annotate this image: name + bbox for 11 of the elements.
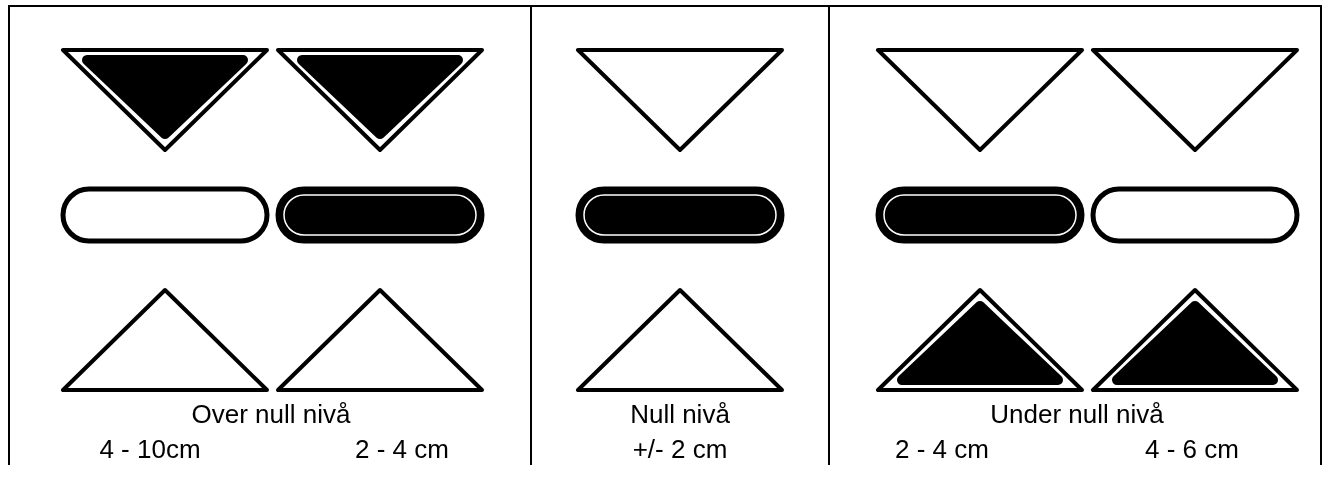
indicator-panel <box>8 5 530 465</box>
range-label: 4 - 10cm <box>99 434 201 464</box>
range-label: 2 - 4 cm <box>895 434 989 464</box>
range-label: 2 - 4 cm <box>355 434 449 464</box>
panel-heading: Over null nivå <box>191 399 351 429</box>
panel-heading: Null nivå <box>630 399 730 429</box>
indicator-panel <box>828 5 1322 465</box>
panel-heading: Under null nivå <box>990 399 1164 429</box>
indicator-panel <box>530 5 828 465</box>
range-label: 4 - 6 cm <box>1145 434 1239 464</box>
range-label: +/- 2 cm <box>632 434 728 464</box>
